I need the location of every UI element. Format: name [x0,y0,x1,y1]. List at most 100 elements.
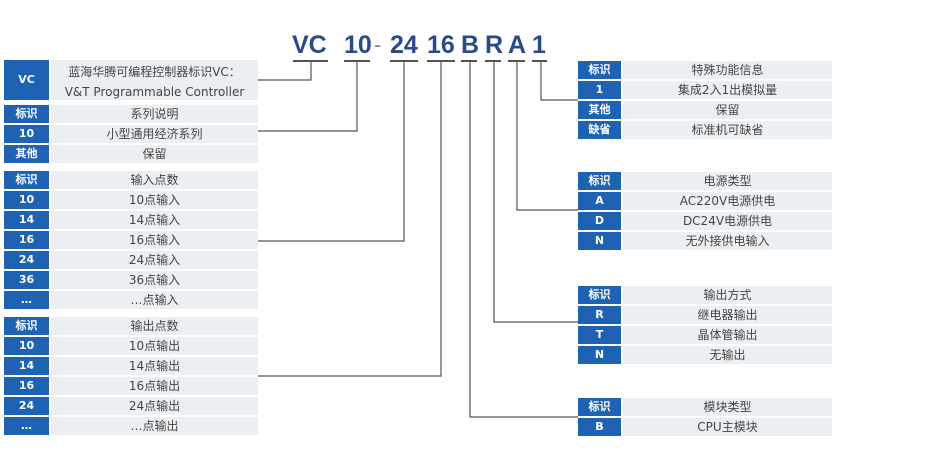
underline-output-type [485,60,501,62]
vc-line2: V&T Programmable Controller [64,85,245,99]
header-key-cell: 标识 [578,286,621,304]
key-cell: … [4,291,49,309]
value-cell: 10点输入 [51,191,258,209]
key-cell: 缺省 [578,121,621,139]
key-cell: 14 [4,357,49,375]
code-vc: VC [292,31,327,59]
value-cell: 16点输入 [51,231,258,249]
table-header-row: 标识模块类型 [578,398,832,416]
header-key-cell: 标识 [4,171,49,189]
key-cell: T [578,326,621,344]
key-cell: D [578,212,621,230]
table-header-row: 标识电源类型 [578,172,832,190]
table-row: ……点输入 [4,291,258,309]
key-cell: 24 [4,251,49,269]
code-output-type: R [485,31,504,59]
value-cell: 10点输出 [51,337,258,355]
value-cell: 继电器输出 [623,306,832,324]
key-cell: 其他 [578,101,621,119]
header-value-cell: 系列说明 [51,105,258,123]
connector-outputs [258,61,442,377]
key-cell: N [578,346,621,364]
code-outputs: 16 [427,31,455,59]
header-key-cell: 标识 [578,172,621,190]
header-key-cell: 标识 [578,61,621,79]
code-power: A [508,31,527,59]
table-header-row: 标识特殊功能信息 [578,61,832,79]
key-cell: 10 [4,337,49,355]
connector-special [540,61,578,101]
connector-power [516,61,578,211]
connector-module [469,61,578,418]
table-row: 其他保留 [4,145,258,163]
code-module: B [461,31,480,59]
code-series: 10 [344,31,372,59]
table-header-row: 标识系列说明 [4,105,258,123]
header-key-cell: 标识 [4,105,49,123]
table-row: 其他保留 [578,101,832,119]
value-cell: CPU主模块 [623,418,832,436]
key-cell: 16 [4,377,49,395]
key-cell: 36 [4,271,49,289]
header-value-cell: 模块类型 [623,398,832,416]
table-row: 缺省标准机可缺省 [578,121,832,139]
connector-series [258,61,358,132]
table-header-row: 标识输出方式 [578,286,832,304]
value-cell: DC24V电源供电 [623,212,832,230]
table-header-row: 标识输入点数 [4,171,258,189]
value-cell: 14点输出 [51,357,258,375]
value-cell: 晶体管输出 [623,326,832,344]
code-special: 1 [532,31,546,59]
header-value-cell: 输出方式 [623,286,832,304]
value-cell: 16点输出 [51,377,258,395]
value-cell: 小型通用经济系列 [51,125,258,143]
key-cell: R [578,306,621,324]
value-cell: 24点输出 [51,397,258,415]
value-cell: AC220V电源供电 [623,192,832,210]
value-cell: 24点输入 [51,251,258,269]
key-cell: 16 [4,231,49,249]
key-cell: N [578,232,621,250]
header-value-cell: 特殊功能信息 [623,61,832,79]
connector-vc [258,61,312,81]
vc-value: 蓝海华腾可编程控制器标识VC： V&T Programmable Control… [51,60,258,100]
table-row: ……点输出 [4,417,258,435]
value-cell: 标准机可缺省 [623,121,832,139]
header-value-cell: 输入点数 [51,171,258,189]
key-cell: … [4,417,49,435]
key-cell: 14 [4,211,49,229]
underline-special [532,60,547,62]
key-cell: B [578,418,621,436]
vc-key: VC [4,60,49,100]
header-key-cell: 标识 [4,317,49,335]
value-cell: 无输出 [623,346,832,364]
value-cell: …点输入 [51,291,258,309]
key-cell: 1 [578,81,621,99]
key-cell: 10 [4,191,49,209]
value-cell: 14点输入 [51,211,258,229]
table-header-row: 标识输出点数 [4,317,258,335]
code-inputs: 24 [390,31,418,59]
key-cell: A [578,192,621,210]
value-cell: 集成2入1出模拟量 [623,81,832,99]
header-key-cell: 标识 [578,398,621,416]
value-cell: 保留 [623,101,832,119]
key-cell: 10 [4,125,49,143]
